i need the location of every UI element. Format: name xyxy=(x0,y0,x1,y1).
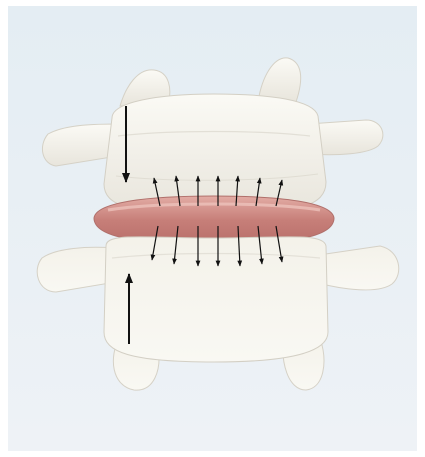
spine-model-photo xyxy=(8,6,417,451)
